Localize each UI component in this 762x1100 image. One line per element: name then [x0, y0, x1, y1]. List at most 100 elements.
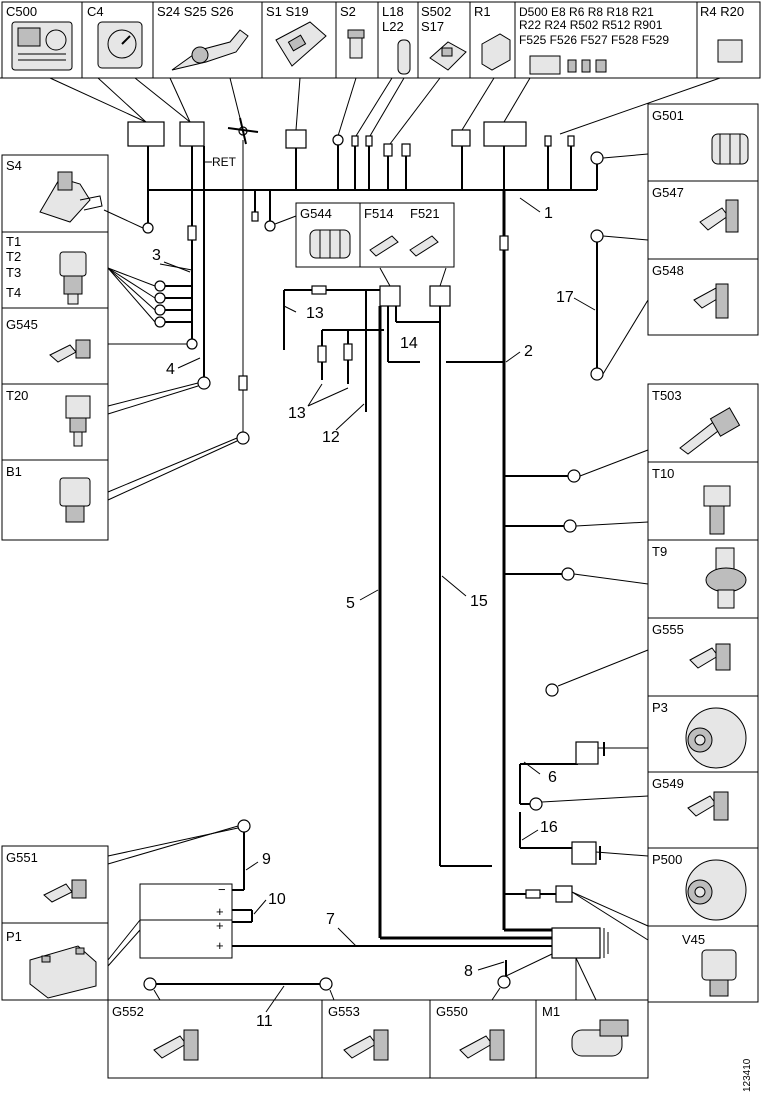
ground-block-icon-g544 [309, 229, 351, 259]
p1-label: P1 [6, 929, 22, 944]
wire-number-17: 17 [556, 289, 574, 306]
p500-label: P500 [652, 852, 682, 867]
ground-bolt-icon-g552 [153, 1029, 199, 1061]
wire-number-16: 16 [540, 819, 558, 836]
wire-number-7: 7 [326, 911, 335, 928]
wire-number-13-bottom: 13 [288, 405, 306, 422]
f514-label: F514 [364, 206, 394, 221]
ignition-key-icon [39, 171, 103, 223]
g544-label: G544 [300, 206, 332, 221]
battery-icon [29, 945, 97, 999]
wire-number-3: 3 [152, 247, 161, 264]
small-relay-icon [717, 39, 743, 63]
gauge-icon [97, 21, 143, 69]
r4-label: R4 R20 [700, 4, 744, 19]
alternator-icon-p3 [685, 707, 747, 769]
switch-panel-icon [275, 21, 327, 67]
g547-label: G547 [652, 185, 684, 200]
splice-star [227, 117, 259, 145]
t503-label: T503 [652, 388, 682, 403]
b1-label: B1 [6, 464, 22, 479]
f521-label: F521 [410, 206, 440, 221]
fuse-holder-icon [369, 235, 439, 257]
wire-number-9: 9 [262, 851, 271, 868]
s2-label: S2 [340, 4, 356, 19]
t1-label: T1 [6, 234, 21, 249]
ground-bolt-icon-g548 [693, 283, 729, 319]
l22-label: L22 [382, 19, 404, 34]
g553-label: G553 [328, 1004, 360, 1019]
battery-minus-term: − [218, 882, 226, 897]
ret-label: RET [212, 155, 237, 169]
g501-label: G501 [652, 108, 684, 123]
g555-label: G555 [652, 622, 684, 637]
wire-number-4: 4 [166, 361, 175, 378]
l18-label: L18 [382, 4, 404, 19]
alternator-icon-p500 [685, 859, 747, 921]
rocker-switch-icon [429, 41, 467, 71]
ground-bolt-icon-g550 [459, 1029, 505, 1061]
ground-bolt-icon-g547 [699, 199, 739, 233]
pressure-sender-icon [59, 251, 87, 305]
temp-probe-icon [679, 407, 741, 455]
p3-label: P3 [652, 700, 668, 715]
fuse-box-icon [529, 55, 607, 75]
s24-label: S24 S25 S26 [157, 4, 234, 19]
g549-label: G549 [652, 776, 684, 791]
r1-label: R1 [474, 4, 491, 19]
t2-label: T2 [6, 249, 21, 264]
wire-number-14: 14 [400, 335, 418, 352]
battery-plus-term-1: + [216, 904, 224, 919]
ground-bolt-icon-g553 [343, 1029, 389, 1061]
left-component-column: S4 T1 T2 T3 T4 G545 T20 B1 G551 P1 [1, 154, 109, 1001]
s4-label: S4 [6, 158, 22, 173]
m1-label: M1 [542, 1004, 560, 1019]
buzzer-icon [59, 477, 91, 523]
g551-label: G551 [6, 850, 38, 865]
battery-plus-term-2: + [216, 918, 224, 933]
v45-label: V45 [682, 932, 705, 947]
d500-label-line2: R22 R24 R502 R512 R901 [519, 18, 663, 32]
battery-plus-term-3: + [216, 938, 224, 953]
wire-number-13-top: 13 [306, 305, 324, 322]
wiring-harness: RET [0, 77, 721, 1001]
starter-motor-icon [571, 1019, 629, 1057]
ground-bolt-icon-g551 [43, 879, 87, 903]
ground-bolt-icon-g555 [689, 643, 731, 671]
display-unit-icon [11, 21, 73, 71]
t20-label: T20 [6, 388, 28, 403]
pushbutton-icon [347, 29, 365, 59]
wire-number-2: 2 [524, 343, 533, 360]
figure-id: 123410 [742, 1058, 753, 1092]
t9-label: T9 [652, 544, 667, 559]
s502-label: S502 [421, 4, 451, 19]
temp-sender-icon [65, 395, 91, 447]
ground-bolt-icon [49, 339, 91, 363]
wire-number-12: 12 [322, 429, 340, 446]
top-component-row: C500 C4 S24 S25 S26 S1 S19 S2 L18 L22 S5… [1, 1, 761, 79]
g545-label: G545 [6, 317, 38, 332]
wire-number-1: 1 [544, 205, 553, 222]
relay-icon [481, 33, 511, 71]
lamp-icon [397, 39, 411, 75]
wire-number-5: 5 [346, 595, 355, 612]
fuse-holder-box: G544 F514 F521 [295, 202, 455, 268]
d500-label-line1: D500 E8 R6 R8 R18 R21 [519, 5, 654, 19]
pressure-sender-icon-t9 [705, 547, 747, 609]
t10-label: T10 [652, 466, 674, 481]
g550-label: G550 [436, 1004, 468, 1019]
wire-number-11: 11 [256, 1013, 273, 1030]
g548-label: G548 [652, 263, 684, 278]
c4-label: C4 [87, 4, 104, 19]
right-component-column: G501 G547 G548 T503 T10 T9 G555 P3 G549 … [647, 103, 759, 1003]
sensor-icon [703, 485, 731, 535]
t3-label: T3 [6, 265, 21, 280]
wire-number-labels: 1 2 3 4 5 6 7 8 9 10 11 12 13 13 14 15 1… [152, 197, 596, 1030]
s1-label: S1 S19 [266, 4, 309, 19]
stalk-switch-icon [171, 29, 249, 71]
wire-number-8: 8 [464, 963, 473, 980]
c500-label: C500 [6, 4, 37, 19]
ground-bolt-icon-g549 [687, 791, 729, 821]
wire-number-10: 10 [268, 891, 286, 908]
